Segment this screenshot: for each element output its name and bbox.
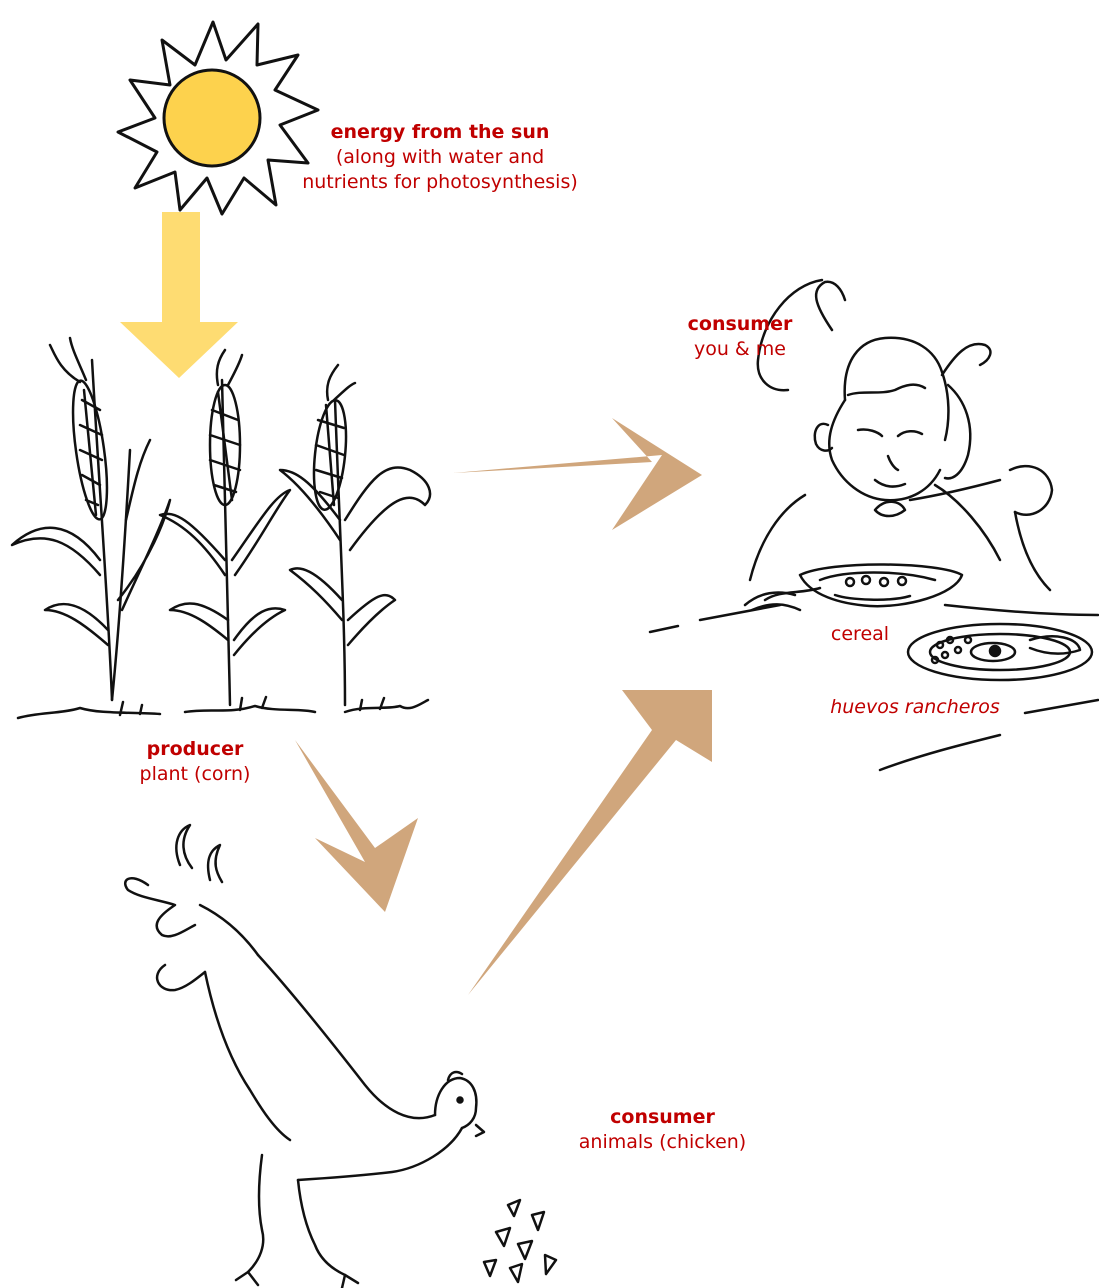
producer-label-detail: plant (corn): [110, 762, 280, 787]
producer-label: producer plant (corn): [110, 737, 280, 787]
consumer-person-label-heading: consumer: [665, 312, 815, 337]
consumer-animal-label: consumer animals (chicken): [555, 1105, 770, 1155]
corn-to-chicken-arrow: [295, 740, 418, 912]
sun-label-line2: nutrients for photosynthesis): [290, 170, 590, 195]
sun-disk: [164, 70, 260, 166]
corn-plants-icon: [12, 338, 430, 718]
consumer-person-label: consumer you & me: [665, 312, 815, 362]
chicken-icon: [125, 825, 556, 1288]
sun-label-line1: (along with water and: [290, 145, 590, 170]
consumer-person-label-detail: you & me: [665, 337, 815, 362]
chicken-to-person-arrow: [468, 690, 712, 995]
consumer-animal-label-heading: consumer: [555, 1105, 770, 1130]
sun-icon: [118, 22, 318, 214]
corn-to-person-arrow: [453, 418, 702, 530]
huevos-rancheros-label: huevos rancheros: [815, 695, 1015, 720]
sun-label: energy from the sun (along with water an…: [290, 120, 590, 195]
consumer-animal-label-detail: animals (chicken): [555, 1130, 770, 1155]
producer-label-heading: producer: [110, 737, 280, 762]
energy-arrow: [120, 212, 238, 378]
cereal-label: cereal: [815, 622, 905, 647]
sun-label-heading: energy from the sun: [290, 120, 590, 145]
